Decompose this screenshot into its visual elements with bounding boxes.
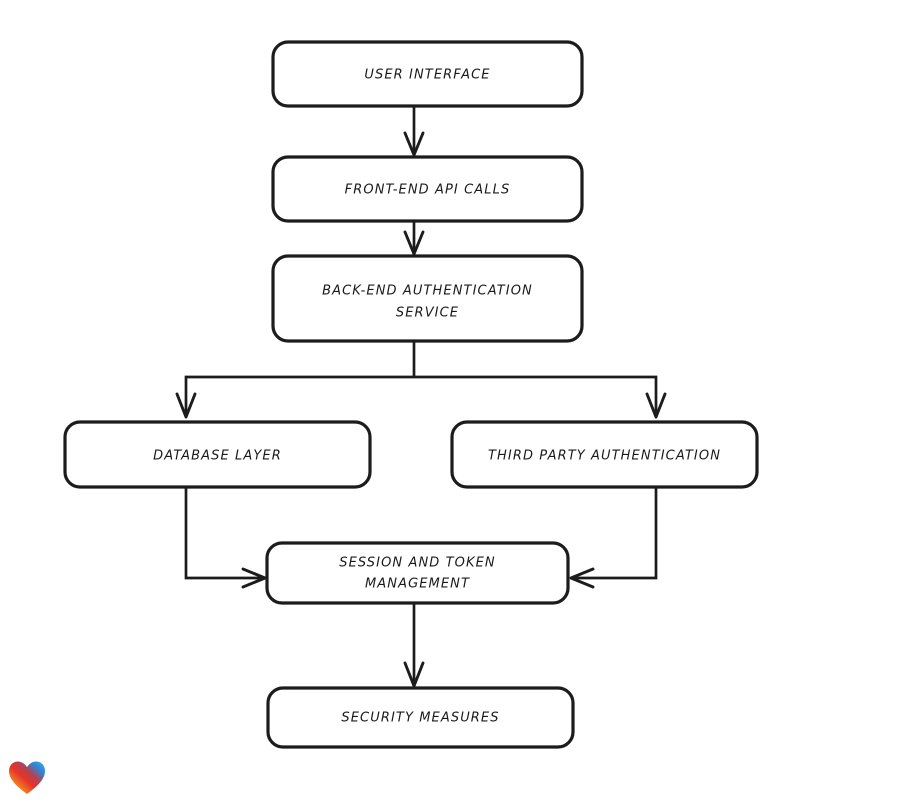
node-label-user-interface: USER INTERFACE [364,68,490,83]
node-session-and-token-management[interactable]: SESSION AND TOKEN MANAGEMENT [265,541,570,605]
node-label-security-measures: SECURITY MEASURES [341,711,499,726]
edge-thirdparty-to-session [569,487,658,589]
node-box-front-end-api-calls[interactable] [271,155,584,223]
node-label-session-and-token-management-line1: SESSION AND TOKEN [339,556,496,571]
node-user-interface[interactable]: USER INTERFACE [271,40,584,108]
node-label-back-end-authentication-service-line2: SERVICE [396,306,459,321]
node-front-end-api-calls[interactable]: FRONT-END API CALLS [271,155,584,223]
node-security-measures[interactable]: SECURITY MEASURES [266,686,575,749]
node-box-back-end-authentication-service[interactable] [271,254,584,343]
node-box-third-party-authentication[interactable] [450,420,759,489]
node-box-database-layer[interactable] [63,420,372,489]
heart-icon [9,761,45,794]
node-label-database-layer: DATABASE LAYER [153,449,282,464]
node-box-security-measures[interactable] [266,686,575,749]
edge-database-to-session [184,487,267,589]
node-box-session-and-token-management[interactable] [265,541,570,605]
node-third-party-authentication[interactable]: THIRD PARTY AUTHENTICATION [450,420,759,489]
node-label-session-and-token-management-line2: MANAGEMENT [365,577,470,592]
node-label-front-end-api-calls: FRONT-END API CALLS [345,183,511,198]
edge-session-to-security [403,603,425,688]
edge-backend-to-thirdparty [414,375,667,419]
edge-api-to-backend [403,221,425,256]
node-back-end-authentication-service[interactable]: BACK-END AUTHENTICATION SERVICE [271,254,584,343]
node-database-layer[interactable]: DATABASE LAYER [63,420,372,489]
edge-backend-to-database [175,375,414,419]
edge-ui-to-api [403,106,425,157]
node-label-third-party-authentication: THIRD PARTY AUTHENTICATION [488,449,721,464]
node-box-user-interface[interactable] [271,40,584,108]
node-label-back-end-authentication-service-line1: BACK-END AUTHENTICATION [322,284,533,299]
